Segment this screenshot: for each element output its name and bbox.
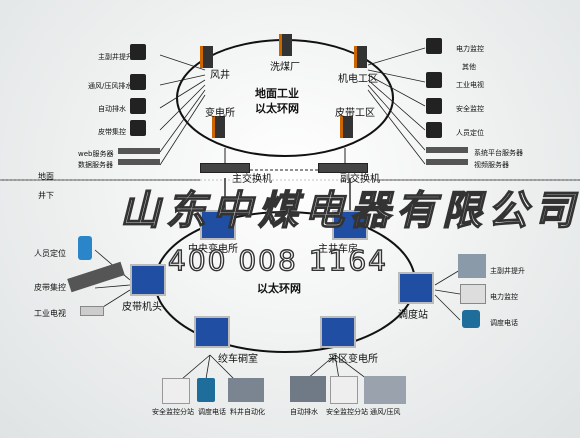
right-terminal-2: 工业电视 (456, 81, 484, 89)
phone-icon (462, 310, 480, 328)
surface-switch-jidian (354, 46, 367, 68)
right-terminal-1: 其他 (462, 63, 476, 71)
phone-watermark: 400 008 1164 (167, 243, 388, 277)
label-dispatch: 调度站 (398, 310, 428, 321)
backup-switch (318, 163, 368, 173)
label-jidian: 机电工区 (338, 74, 378, 85)
right-server-0 (426, 147, 468, 153)
bottom-left-device-2: 料井自动化 (230, 408, 265, 416)
label-belt-head: 皮带机头 (122, 302, 162, 313)
box-belt-head (130, 264, 166, 296)
right-terminal-5: 系统平台服务器 (474, 149, 523, 157)
right-pc-1 (426, 72, 442, 88)
label-central: 中央变电所 (188, 244, 238, 255)
box-central (200, 210, 236, 240)
left-terminal-1: 通风/压风排水 (88, 82, 133, 90)
right-terminal-3: 安全监控 (456, 105, 484, 113)
surface-switch-biandian (212, 116, 225, 138)
camera-icon (80, 306, 104, 316)
left-pc-1 (130, 74, 146, 90)
right-server-1 (426, 159, 468, 165)
bottom-right-device-1: 安全监控分站 (326, 408, 368, 416)
bottom-right-device-0: 自动排水 (290, 408, 318, 416)
bottom-right-device-1-icon (330, 376, 358, 404)
right-device-0: 主副井提升 (490, 267, 525, 275)
label-biandian: 变电所 (205, 108, 235, 119)
right-pc-2 (426, 98, 442, 114)
left-terminal-0: 主副井提升 (98, 53, 133, 61)
box-winch (194, 316, 230, 348)
label-winch: 绞车硐室 (218, 354, 258, 365)
bottom-left-device-1: 调度电话 (198, 408, 226, 416)
bottom-right-device-2-icon (364, 376, 406, 404)
right-pc-0 (426, 38, 442, 54)
underground-label: 井下 (38, 191, 54, 200)
label-fengjing: 风井 (210, 70, 230, 81)
left-pc-2 (130, 98, 146, 114)
power-monitor-icon (460, 284, 486, 304)
right-terminal-6: 视频服务器 (474, 161, 509, 169)
bottom-left-device-2-icon (228, 378, 264, 402)
underground-ring-subtitle: 以太环网 (257, 282, 301, 295)
bottom-right-device-0-icon (290, 376, 326, 402)
label-xiemei: 洗煤厂 (270, 62, 300, 73)
right-terminal-4: 人员定位 (456, 129, 484, 137)
left-server-1 (118, 159, 160, 165)
right-device-1: 电力监控 (490, 293, 518, 301)
left-server-0 (118, 148, 160, 154)
company-watermark: 山东中煤电器有限公司 (119, 186, 580, 234)
left-device-0: 人员定位 (34, 249, 66, 258)
label-pidai: 皮带工区 (335, 108, 375, 119)
label-mining-sub: 采区变电所 (328, 354, 378, 365)
surface-ring-subtitle: 以太环网 (255, 102, 299, 115)
box-mining-sub (320, 316, 356, 348)
surface-switch-pidai (340, 116, 353, 138)
left-terminal-4: web服务器 (78, 150, 114, 158)
box-dispatch (398, 272, 434, 304)
surface-ring-title: 地面工业 (255, 87, 299, 100)
main-switch-label: 主交换机 (232, 174, 272, 185)
left-terminal-5: 数据服务器 (78, 161, 113, 169)
label-main-shaft: 主井车房 (318, 244, 358, 255)
left-device-1: 皮带集控 (34, 283, 66, 292)
left-device-2: 工业电视 (34, 309, 66, 318)
bottom-left-device-1-icon (197, 378, 215, 402)
right-pc-3 (426, 122, 442, 138)
bottom-left-device-0-icon (162, 378, 190, 404)
ground-label: 地面 (38, 172, 54, 181)
right-device-2: 调度电话 (490, 319, 518, 327)
surface-switch-xiemei (279, 34, 292, 56)
bottom-left-device-0: 安全监控分站 (152, 408, 194, 416)
left-pc-3 (130, 120, 146, 136)
bottom-right-device-2: 通风/压风 (370, 408, 401, 416)
hoist-icon (458, 254, 486, 278)
left-terminal-2: 自动排水 (98, 105, 126, 113)
right-terminal-0: 电力监控 (456, 45, 484, 53)
left-terminal-3: 皮带集控 (98, 128, 126, 136)
left-pc-0 (130, 44, 146, 60)
surface-switch-fengjing (200, 46, 213, 68)
backup-switch-label: 副交换机 (340, 174, 380, 185)
box-main-shaft (332, 210, 368, 240)
main-switch (200, 163, 250, 173)
person-locator-icon (78, 236, 92, 260)
